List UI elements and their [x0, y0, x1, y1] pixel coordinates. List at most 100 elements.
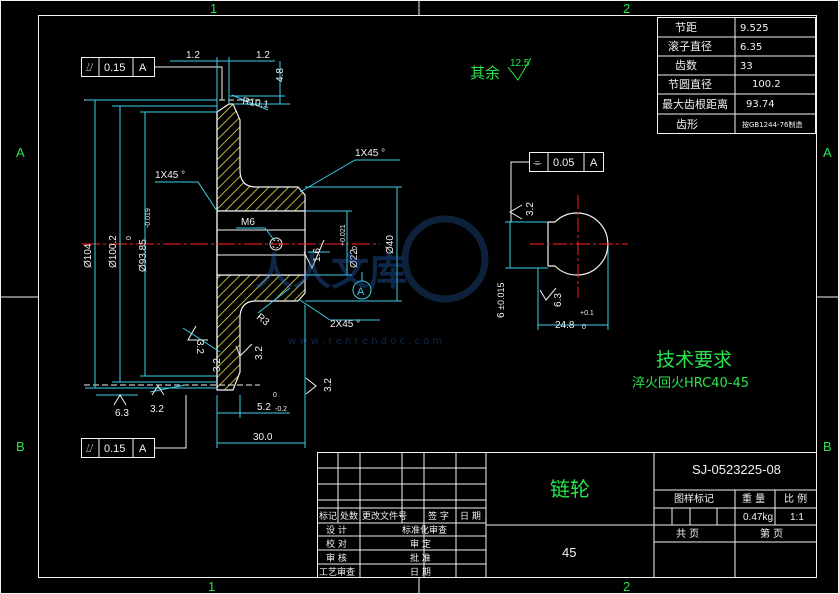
- rev-header-date: 日 期: [460, 511, 481, 522]
- dim-radius-3: R3: [254, 312, 271, 329]
- zone-top-1: 1: [210, 1, 217, 16]
- default-roughness: 其余 12.5: [470, 57, 532, 82]
- dim-dia-100-2: Ø100.2: [108, 235, 119, 268]
- tech-requirements: 技术要求 淬火回火HRC40-45: [632, 349, 749, 391]
- sign-approve-final: 审 定: [410, 538, 431, 550]
- tol-symbol-runout-top: ⌰: [86, 62, 94, 74]
- roughness-mark-2: 3.2: [525, 202, 536, 216]
- param-value-root-dist: 93.74: [746, 99, 775, 110]
- roughness-mark-6: 6.3: [553, 293, 564, 307]
- drawing-number: SJ-0523225-08: [692, 462, 781, 477]
- dim-radius-10-1: R10.1: [242, 96, 270, 111]
- dim-length-5-2-lower: -0.2: [275, 406, 287, 413]
- param-label-tooth-form: 齿形: [676, 118, 698, 131]
- tech-req-title: 技术要求: [656, 349, 732, 371]
- params-table: 节距 9.525 滚子直径 6.35 齿数 33 节圆直径 100.2 最大齿根…: [657, 17, 816, 134]
- dim-keyway-width: 6: [496, 312, 507, 318]
- dim-dia-93-85: Ø93.85: [138, 239, 149, 272]
- hatched-section-upper: [216, 103, 306, 212]
- watermark-text: 人人文库: [255, 250, 407, 294]
- roughness-marks: 1.6 3.2 3.2 3.2 3.2 6.3 3.2 3.2 6.3: [113, 202, 564, 419]
- dim-length-30: 30.0: [253, 432, 273, 443]
- dim-top-left: 1.2: [186, 50, 200, 61]
- tol-value-top: 0.15: [104, 62, 125, 74]
- zone-right-b: B: [823, 439, 832, 454]
- watermark: 人人文库 w w w . r e n r e n d o c . c o m: [255, 215, 489, 347]
- keyway-end-view: [530, 195, 628, 298]
- dim-dia-22-upper: +0.021: [340, 224, 347, 246]
- dim-chamfer-bottom: 2X45 °: [330, 319, 360, 330]
- bore: [216, 210, 306, 276]
- tol-datum-top: A: [139, 62, 147, 74]
- tol-value-symmetry: 0.05: [553, 157, 574, 169]
- weight-value: 0.47kg: [743, 512, 773, 523]
- tol-datum-bottom: A: [139, 443, 147, 455]
- sign-review: 审 核: [326, 552, 347, 564]
- watermark-url: w w w . r e n r e n d o c . c o m: [288, 336, 442, 347]
- roughness-mark-5: 3.2: [323, 378, 334, 392]
- datum-a: A: [352, 272, 372, 300]
- zone-bottom-2: 2: [623, 579, 630, 594]
- roughness-mark-3: 3.2: [194, 340, 205, 354]
- dimension-lines: [85, 57, 609, 448]
- zone-left-b: B: [16, 439, 25, 454]
- dim-keyway-depth-upper: +0.1: [580, 310, 594, 317]
- header-drawing-mark: 图样标记: [674, 492, 714, 505]
- sign-process: 工艺审查: [319, 566, 355, 578]
- param-value-teeth: 33: [740, 61, 753, 72]
- dim-dia-22-lower: 0: [352, 246, 359, 250]
- param-value-roller: 6.35: [740, 42, 762, 53]
- zone-left-a: A: [16, 145, 25, 160]
- zone-top-2: 2: [623, 1, 630, 16]
- datum-a-label: A: [357, 286, 365, 298]
- title-block: SJ-0523225-08 链轮 45 图样标记 重 量 比 例 0.47kg …: [317, 452, 817, 578]
- sign-standard: 标准化审查: [402, 524, 447, 536]
- dim-length-5-2: 5.2: [257, 402, 271, 413]
- tol-symbol-symmetry: ⌯: [533, 157, 542, 169]
- header-weight: 重 量: [742, 492, 765, 505]
- zone-bottom-1: 1: [208, 579, 215, 594]
- tolerance-frame-symmetry: ⌯ 0.05 A: [510, 152, 604, 222]
- sign-approve: 批 准: [410, 552, 431, 564]
- sign-date: 日 期: [410, 567, 431, 578]
- roughness-mark-1: 1.6: [312, 248, 323, 262]
- sign-design: 设 计: [326, 524, 347, 536]
- scale-value: 1:1: [790, 512, 804, 523]
- watermark-logo-icon: [401, 215, 489, 303]
- roughness-mark-8: 3.2: [212, 358, 223, 372]
- zone-right-a: A: [823, 145, 832, 160]
- param-label-pitch: 节距: [675, 21, 697, 34]
- roughness-mark-4: 3.2: [254, 346, 265, 360]
- tolerance-frame-top: ⌰ 0.15 A: [81, 57, 223, 100]
- dim-height-4-8: 4.8: [275, 68, 286, 82]
- param-value-pitch: 9.525: [740, 23, 769, 34]
- roughness-rest-label: 其余: [470, 64, 500, 82]
- roughness-mark-7: 3.2: [150, 404, 164, 415]
- sheet-total: 共 页: [676, 528, 699, 540]
- param-label-pitch-dia: 节圆直径: [668, 77, 712, 91]
- param-label-roller: 滚子直径: [668, 39, 712, 53]
- dim-dia-93-85-lower: -0.019: [145, 208, 152, 228]
- zone-labels: 1 2 1 2 A B A B: [16, 1, 832, 594]
- dim-keyway-depth: 24.8: [555, 320, 575, 331]
- dim-dia-104: Ø104: [83, 243, 94, 268]
- rev-header-sign: 签 字: [428, 510, 449, 522]
- param-label-root-dist: 最大齿根距离: [662, 97, 728, 111]
- dim-top-right: 1.2: [256, 50, 270, 61]
- param-value-tooth-form: 按GB1244-76制造: [742, 120, 802, 129]
- header-scale: 比 例: [784, 492, 807, 505]
- rev-header-mark: 标记: [319, 510, 337, 522]
- rev-header-count: 处数: [340, 510, 358, 522]
- dim-dia-93-85-upper: 0: [126, 236, 133, 240]
- part-name: 链轮: [550, 477, 590, 501]
- dim-chamfer-left: 1X45 °: [155, 170, 185, 181]
- tol-value-bottom: 0.15: [104, 443, 125, 455]
- dim-chamfer-right: 1X45 °: [355, 148, 385, 159]
- dim-dia-40: Ø40: [385, 235, 396, 254]
- rev-header-docno: 更改文件号: [362, 510, 407, 522]
- part-quantity: 45: [562, 545, 576, 560]
- roughness-rest-symbol: [507, 57, 532, 81]
- hatched-section-lower: [216, 274, 306, 391]
- dim-dia-22: Ø22: [349, 249, 360, 268]
